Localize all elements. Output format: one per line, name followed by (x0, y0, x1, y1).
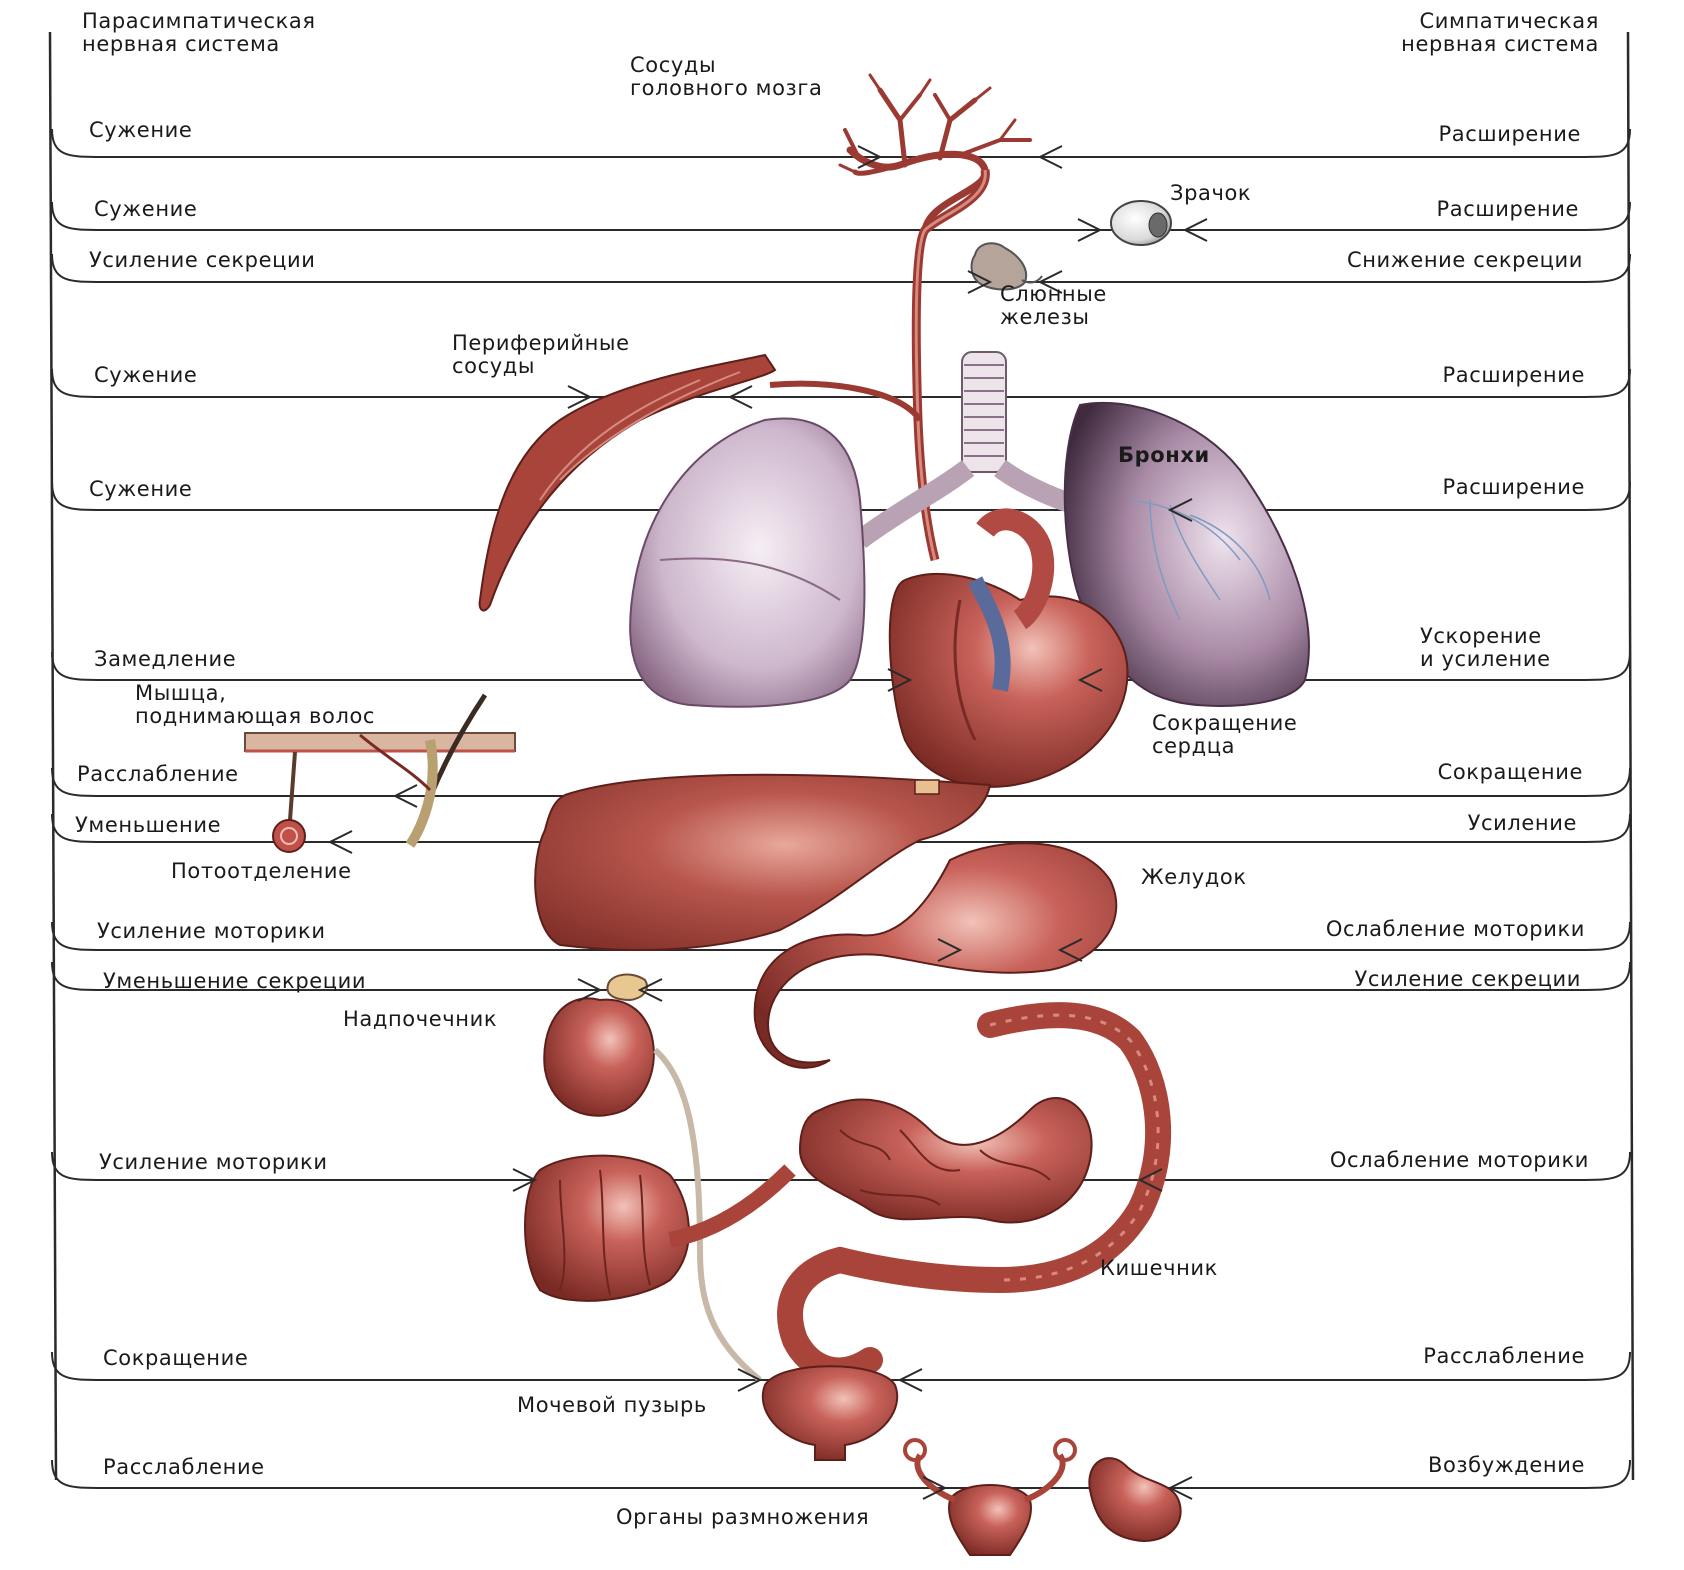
arrow-parasympathetic-heart (887, 668, 913, 692)
row-left-bladder: Сокращение (103, 1346, 249, 1370)
arrow-sympathetic-peripheral (727, 385, 753, 409)
arrow-sympathetic-hair-muscle (392, 784, 418, 808)
row-right-hair-muscle: Сокращение (1437, 760, 1583, 784)
arrow-sympathetic-bladder (897, 1368, 923, 1392)
organ-label-pupil: Зрачок (1170, 181, 1252, 205)
row-line-pupil (51, 201, 1631, 231)
heart-illustration (888, 508, 1129, 788)
row-left-brain-vessels: Сужение (89, 118, 193, 142)
organ-label-reproductive: Органы размножения (616, 1505, 870, 1529)
row-left-salivary: Усиление секреции (89, 248, 316, 272)
row-left-adrenal: Уменьшение секреции (103, 969, 367, 993)
row-left-peripheral: Сужение (94, 363, 198, 387)
row-right-sweat: Усиление (1467, 811, 1577, 835)
row-line-brain-vessels (51, 128, 1631, 158)
right-frame-line (1626, 31, 1635, 1481)
organ-label-bronchi: Бронхи (1118, 443, 1210, 467)
row-left-intestine: Усиление моторики (99, 1150, 328, 1174)
arrow-parasympathetic-adrenal (577, 978, 603, 1002)
arrow-sympathetic-pupil (1182, 218, 1208, 242)
organ-label-hair-muscle: Мышца, поднимающая волос (135, 681, 376, 728)
arrow-sympathetic-reproductive (1167, 1476, 1193, 1500)
arrow-parasympathetic-peripheral (567, 385, 593, 409)
organ-label-sweat: Потоотделение (171, 859, 352, 883)
row-left-bronchi: Сужение (89, 477, 193, 501)
row-right-peripheral: Расширение (1442, 363, 1585, 387)
bladder-illustration (761, 1365, 899, 1461)
row-left-stomach: Усиление моторики (97, 919, 326, 943)
row-right-adrenal: Усиление секреции (1354, 967, 1581, 991)
organ-label-bladder: Мочевой пузырь (517, 1393, 707, 1417)
effect-arrows (327, 145, 1208, 1500)
row-right-intestine: Ослабление моторики (1329, 1148, 1589, 1172)
row-right-bronchi: Расширение (1442, 475, 1585, 499)
row-left-pupil: Сужение (94, 197, 198, 221)
organ-label-salivary: Слюнные железы (1000, 282, 1107, 329)
row-left-hair-muscle: Расслабление (77, 762, 239, 786)
arrow-parasympathetic-brain-vessels (857, 145, 883, 169)
organ-label-stomach: Желудок (1141, 865, 1247, 889)
organ-label-brain-vessels: Сосуды головного мозга (630, 53, 823, 100)
header-parasympathetic: Парасимпатическая нервная система (82, 9, 316, 56)
intestine-illustration (524, 1002, 1172, 1384)
row-right-pupil: Расширение (1436, 197, 1579, 221)
organ-label-heart: Сокращение сердца (1152, 711, 1298, 758)
row-line-reproductive (51, 1459, 1631, 1489)
row-line-salivary (51, 253, 1631, 283)
hair-muscle-illustration (244, 693, 516, 853)
brain-vessels-illustration (838, 73, 1032, 234)
arrow-sympathetic-salivary (1037, 270, 1063, 294)
liver-illustration (534, 773, 992, 951)
row-right-stomach: Ослабление моторики (1325, 917, 1585, 941)
arrow-sympathetic-sweat (327, 830, 353, 854)
row-right-reproductive: Возбуждение (1427, 1453, 1585, 1477)
arrow-parasympathetic-salivary (967, 270, 993, 294)
arrow-parasympathetic-bladder (737, 1368, 763, 1392)
organ-label-intestine: Кишечник (1100, 1256, 1218, 1280)
row-right-heart: Ускорение и усиление (1420, 624, 1551, 671)
arrow-parasympathetic-intestine (512, 1168, 538, 1192)
arrow-sympathetic-bronchi (1167, 498, 1193, 522)
row-left-sweat: Уменьшение (75, 813, 222, 837)
left-lung-illustration (629, 417, 866, 708)
arrow-parasympathetic-reproductive (922, 1476, 948, 1500)
row-right-brain-vessels: Расширение (1438, 122, 1581, 146)
row-right-bladder: Расслабление (1423, 1344, 1585, 1368)
testis-illustration (1088, 1457, 1182, 1542)
row-line-adrenal (51, 961, 1631, 991)
organ-label-peripheral: Периферийные сосуды (452, 331, 630, 378)
arrow-sympathetic-intestine (1137, 1168, 1163, 1192)
stomach-illustration (753, 842, 1118, 1069)
muscle-illustration (478, 353, 923, 612)
arrow-sympathetic-stomach (1057, 938, 1083, 962)
row-left-reproductive: Расслабление (103, 1455, 265, 1479)
row-right-salivary: Снижение секреции (1346, 248, 1583, 272)
right-lung-illustration (1063, 401, 1310, 707)
left-frame-line (48, 31, 58, 1481)
header-sympathetic: Симпатическая нервная система (1401, 9, 1599, 56)
row-left-heart: Замедление (94, 647, 237, 671)
arrow-sympathetic-adrenal (637, 978, 663, 1002)
arrow-sympathetic-brain-vessels (1037, 145, 1063, 169)
arrow-parasympathetic-stomach (937, 938, 963, 962)
organ-label-adrenal: Надпочечник (343, 1007, 498, 1031)
arrow-sympathetic-heart (1077, 668, 1103, 692)
row-line-peripheral (51, 368, 1631, 398)
uterus-illustration (903, 1438, 1077, 1556)
arrow-parasympathetic-pupil (1077, 218, 1103, 242)
eye-illustration (1110, 200, 1172, 246)
